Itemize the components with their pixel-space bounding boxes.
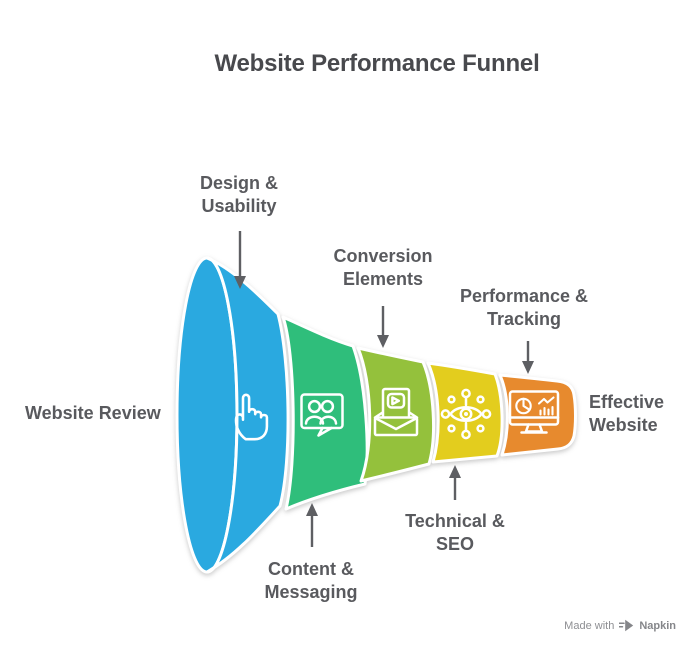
analytics-monitor-icon [508, 390, 560, 434]
label-line: Content & [268, 559, 354, 579]
arrow-design-usability [234, 231, 246, 289]
label-line: Usability [201, 196, 277, 216]
arrow-performance-tracking [522, 341, 534, 374]
label-line: Website Review [25, 403, 161, 423]
watermark-brand: Napkin [639, 619, 676, 632]
label-line: Tracking [486, 309, 562, 329]
label-line: Performance & [459, 286, 589, 306]
funnel-stage-performance-tracking [498, 373, 577, 457]
diagram-title: Website Performance Funnel [214, 50, 540, 77]
funnel-icons [234, 387, 560, 441]
label-line: Conversion [333, 246, 433, 266]
stage-label-technical-seo: Technical & SEO [375, 510, 535, 556]
arrow-content-messaging [306, 503, 318, 547]
label-line: SEO [435, 534, 474, 554]
stage-label-content-messaging: Content & Messaging [231, 558, 391, 604]
watermark-text: Made with [564, 619, 615, 632]
stage-label-design-usability: Design & Usability [159, 172, 319, 218]
label-line: Website [589, 415, 658, 435]
eye-network-icon [440, 388, 492, 440]
funnel-output-label: Effective Website [589, 391, 699, 437]
arrow-conversion-elements [377, 306, 389, 348]
napkin-logo-icon [619, 619, 634, 632]
label-line: Messaging [264, 582, 358, 602]
label-line: Elements [342, 269, 424, 289]
video-email-icon [373, 387, 419, 437]
stage-label-conversion-elements: Conversion Elements [303, 245, 463, 291]
funnel-input-label: Website Review [25, 402, 175, 425]
label-line: Technical & [405, 511, 505, 531]
arrow-technical-seo [449, 465, 461, 500]
label-line: Design & [199, 173, 278, 193]
funnel-stage-content-messaging [281, 315, 369, 511]
label-arrows [234, 231, 534, 547]
stage-label-performance-tracking: Performance & Tracking [444, 285, 604, 331]
pointer-hand-icon [234, 393, 269, 441]
funnel-stage-design-usability [205, 256, 290, 574]
label-line: Effective [589, 392, 665, 412]
watermark: Made with Napkin [564, 619, 676, 632]
people-chat-icon [300, 393, 344, 437]
